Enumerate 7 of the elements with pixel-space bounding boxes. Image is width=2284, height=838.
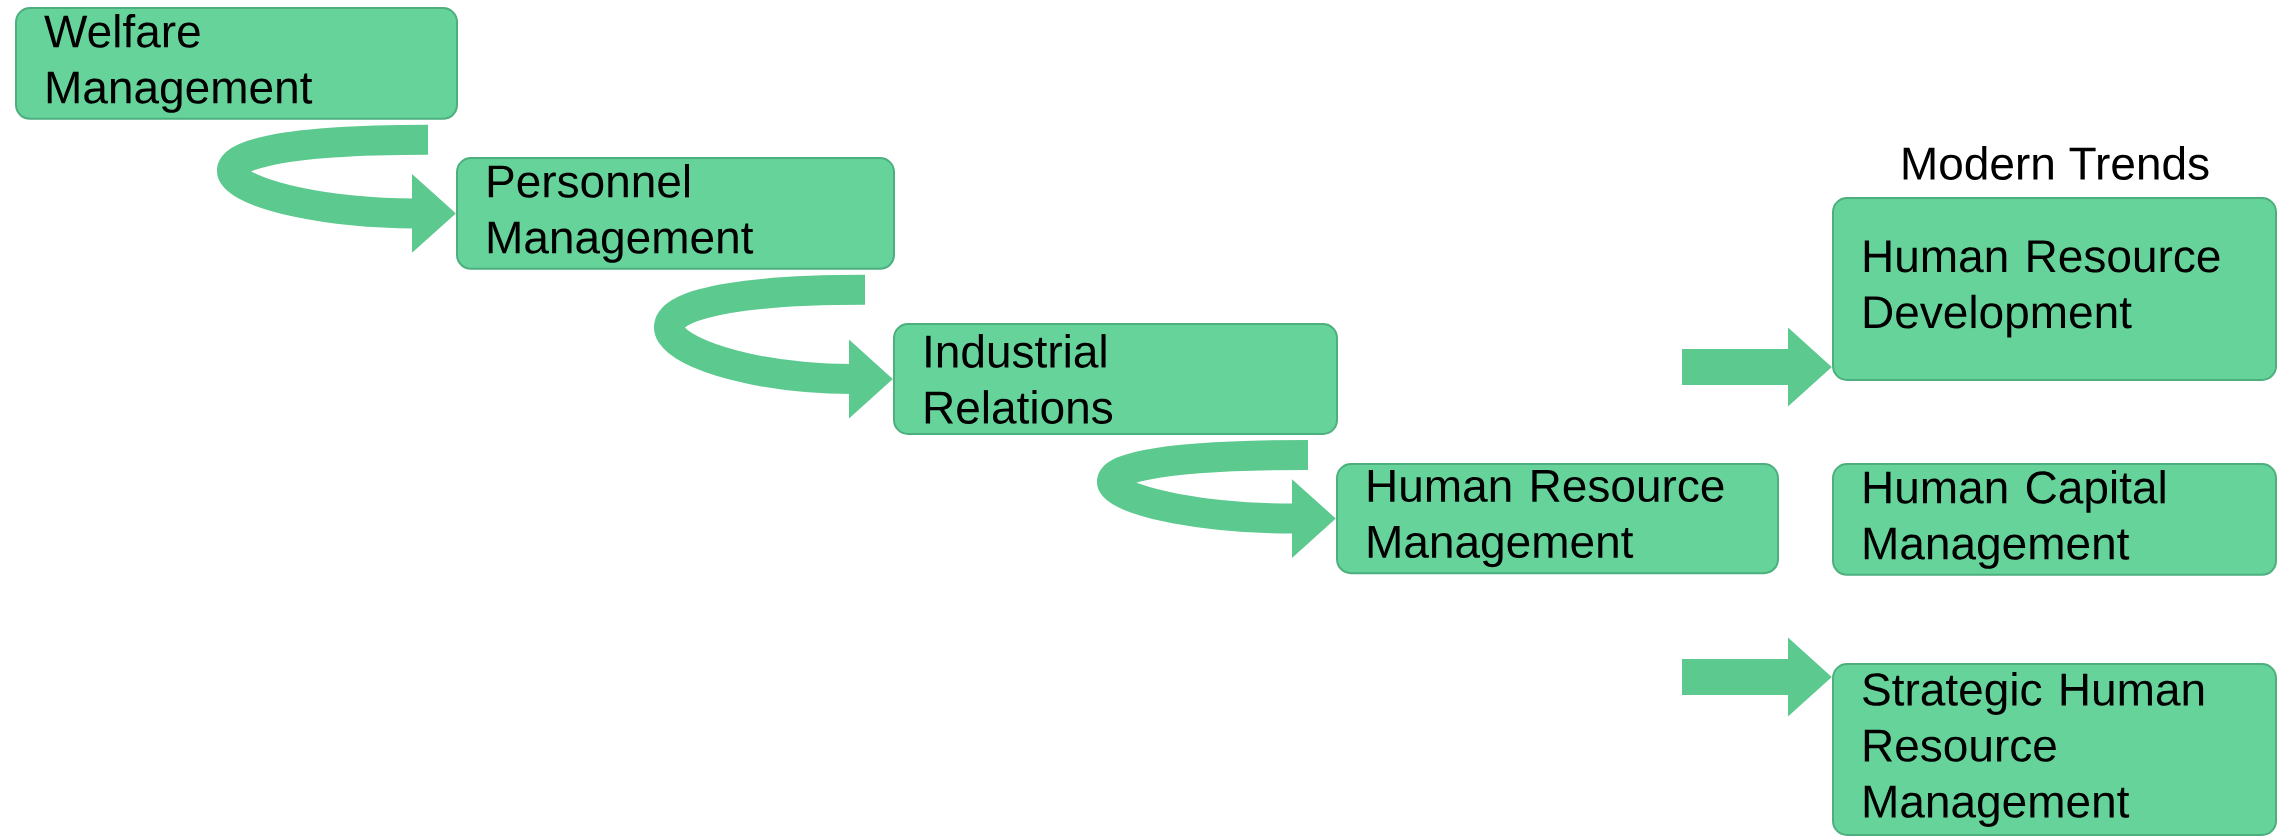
process-box: Human Resource Management [1336, 463, 1779, 575]
process-box: Human Capital Management [1832, 463, 2277, 576]
process-box: Personnel Management [456, 157, 895, 270]
process-box: Industrial Relations [893, 323, 1338, 435]
process-box: Welfare Management [15, 7, 458, 120]
process-box: Human Resource Development [1832, 197, 2277, 381]
process-box: Strategic Human Resource Management [1832, 663, 2277, 836]
